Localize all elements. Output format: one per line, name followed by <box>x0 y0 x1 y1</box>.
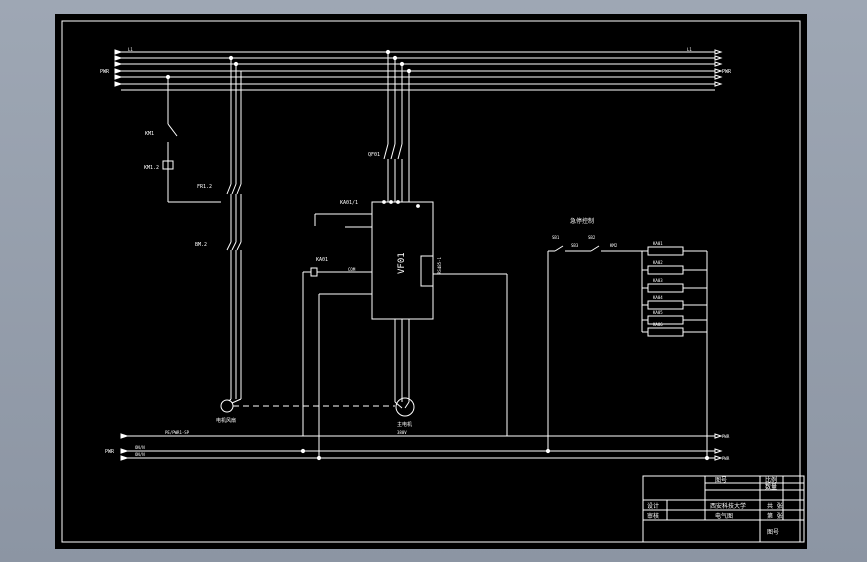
tb-sheet: 共 张 <box>767 502 783 510</box>
tb-qty: 数量 <box>765 483 777 491</box>
relay-label-5: KA05 <box>653 310 663 315</box>
main-motor <box>395 397 415 417</box>
ctrl-sbm: SB3 <box>571 243 579 248</box>
ka-box-label: KA01 <box>316 257 328 263</box>
tb-dwg: 图号 <box>715 477 727 484</box>
bus-right-tag: L1 <box>687 47 692 52</box>
motor-main-label: 主电机 <box>397 421 412 428</box>
relay-label-2: KA02 <box>653 260 663 265</box>
vfd-side-box-label: RS485-1 <box>437 257 442 274</box>
bus-left-tag: L1 <box>128 47 133 52</box>
relay-label-1: KA01 <box>653 241 663 246</box>
tb-scale: 比例 <box>765 476 777 484</box>
tb-title-sub: 电气图 <box>715 512 733 520</box>
top-bus <box>114 49 723 91</box>
bottom-left: PWR <box>105 449 115 455</box>
ctrl-sb1: SB1 <box>552 235 560 240</box>
vfd-ka-label: KA01/1 <box>340 200 358 206</box>
bottom-bus1: PE/PWR1-SP <box>165 430 190 435</box>
bottom-right-2: PWR <box>722 456 730 461</box>
fr-label: FR1.2 <box>197 184 212 190</box>
left-branch <box>162 55 242 413</box>
tb-no: 图号 <box>767 529 779 536</box>
motor-left-label: 电机风扇 <box>216 417 236 424</box>
ctrl-sb2: SB2 <box>588 235 596 240</box>
qf-label: QF01 <box>368 152 380 158</box>
vfd-branch <box>302 49 508 458</box>
km-vertical-label: BM.2 <box>195 242 207 248</box>
bottom-bus3: ON/N <box>135 452 145 457</box>
relay-label-4: KA04 <box>653 295 663 300</box>
drawing-sheet: PWR PWR L1 L1 KM1 KM1.2 FR1.2 BM.2 电机风扇 <box>55 14 807 549</box>
drawing-frame <box>61 20 801 543</box>
bottom-bus2: ON/N <box>135 445 145 450</box>
schematic-canvas: PWR PWR L1 L1 KM1 KM1.2 FR1.2 BM.2 电机风扇 <box>61 20 805 543</box>
relay-label-3: KA03 <box>653 278 663 283</box>
bus-label-right: PWR <box>722 69 732 75</box>
ctrl-km: KM2 <box>610 243 618 248</box>
tb-check: 审核 <box>647 512 659 520</box>
vfd-side-box <box>420 255 434 287</box>
control-branch <box>547 245 708 458</box>
km-left-coil: KM1.2 <box>144 165 159 171</box>
ctrl-title: 急停控制 <box>570 217 594 225</box>
motor-main-sub: 380V <box>397 430 407 435</box>
relay-label-6: KA06 <box>653 322 663 327</box>
bottom-bus <box>120 433 723 461</box>
bottom-right-1: PWR <box>722 434 730 439</box>
tb-design: 设计 <box>647 502 659 510</box>
title-block <box>642 475 805 543</box>
tb-page: 第 张 <box>767 512 783 520</box>
tb-title-main: 西安科技大学 <box>710 502 746 510</box>
bus-label-left: PWR <box>100 69 110 75</box>
km-left-label: KM1 <box>145 131 154 137</box>
vfd-label: VF01 <box>397 252 407 274</box>
ka-box-out: COM <box>348 267 356 272</box>
